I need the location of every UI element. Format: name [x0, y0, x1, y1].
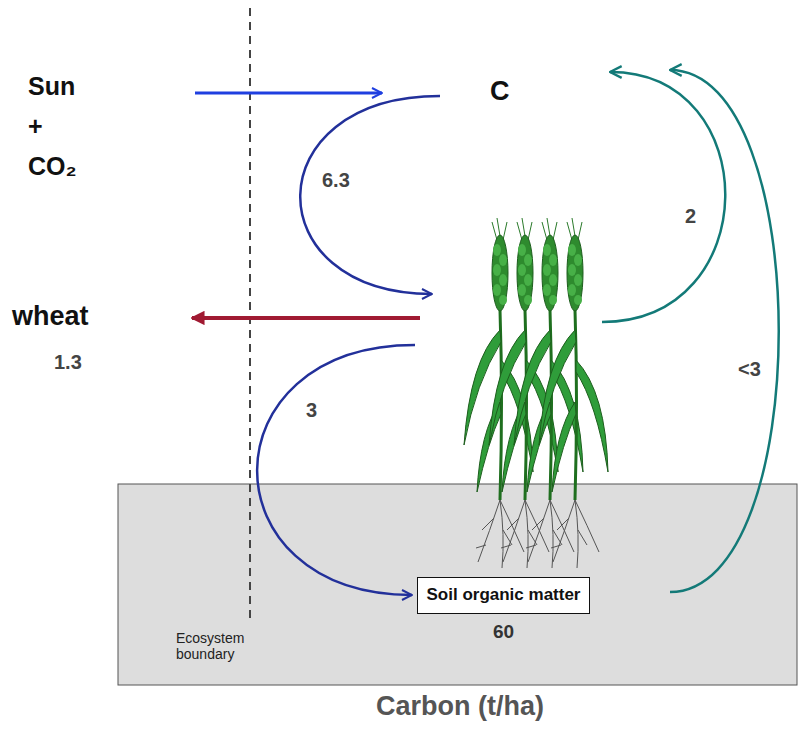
box-title: Soil organic matter	[425, 585, 582, 605]
output-label: wheat	[12, 300, 89, 332]
flux-value: 6.3	[322, 168, 350, 192]
ecosystem-boundary-line	[249, 8, 251, 622]
litter-input-arrow	[257, 345, 415, 595]
harvest-arrow	[192, 316, 420, 320]
photosynthesis-arrow	[300, 96, 440, 294]
pool-size: 60	[418, 621, 589, 643]
sunlight-arrow	[195, 92, 382, 95]
units-caption: Carbon (t/ha)	[376, 690, 544, 722]
flux-value: 2	[685, 204, 696, 228]
plant-respiration-arrow	[602, 72, 725, 322]
flux-value: <3	[738, 357, 761, 381]
carbon-pool-label: C	[490, 76, 510, 106]
flux-value: 1.3	[54, 350, 82, 374]
soil-band	[118, 484, 797, 685]
soil-respiration-arrow	[670, 70, 779, 592]
soil-organic-matter-box: Soil organic matter60	[417, 577, 590, 614]
input-label: Sun + CO₂	[28, 66, 77, 186]
boundary-label: Ecosystem boundary	[176, 630, 244, 662]
flux-value: 3	[306, 398, 317, 422]
wheat-plant	[539, 218, 608, 568]
